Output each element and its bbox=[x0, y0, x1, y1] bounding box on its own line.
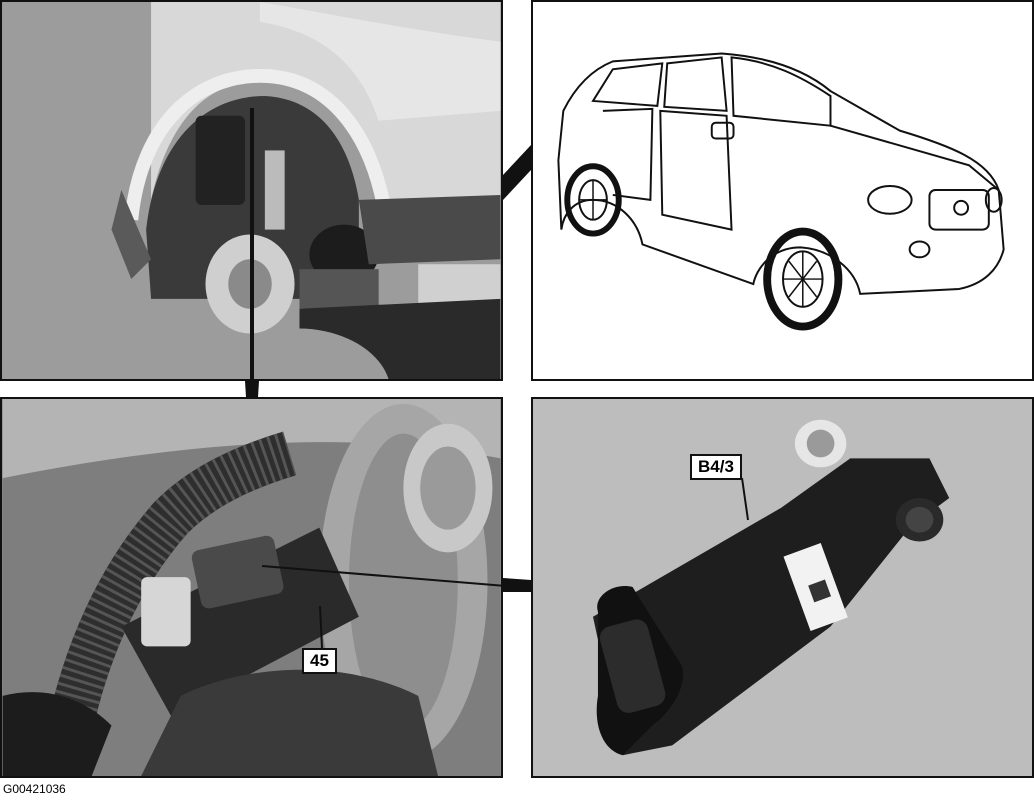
pointer-top-link bbox=[503, 145, 531, 200]
sensor-callout-label: B4/3 bbox=[690, 454, 742, 480]
connector-closeup-panel bbox=[0, 397, 503, 778]
pointer-vertical-stub bbox=[245, 381, 259, 397]
figure-id-caption: G00421036 bbox=[3, 782, 66, 796]
pointer-sensor-stub bbox=[503, 578, 531, 592]
sensor-photo bbox=[533, 399, 1032, 776]
vehicle-line-drawing bbox=[557, 52, 1005, 331]
wheel-well-photo bbox=[2, 2, 501, 379]
connector-closeup-photo bbox=[2, 399, 501, 776]
vehicle-line-drawing-panel bbox=[531, 0, 1034, 381]
sensor-photo-panel bbox=[531, 397, 1034, 778]
wheel-well-photo-panel bbox=[0, 0, 503, 381]
component-callout-label: 45 bbox=[302, 648, 337, 674]
